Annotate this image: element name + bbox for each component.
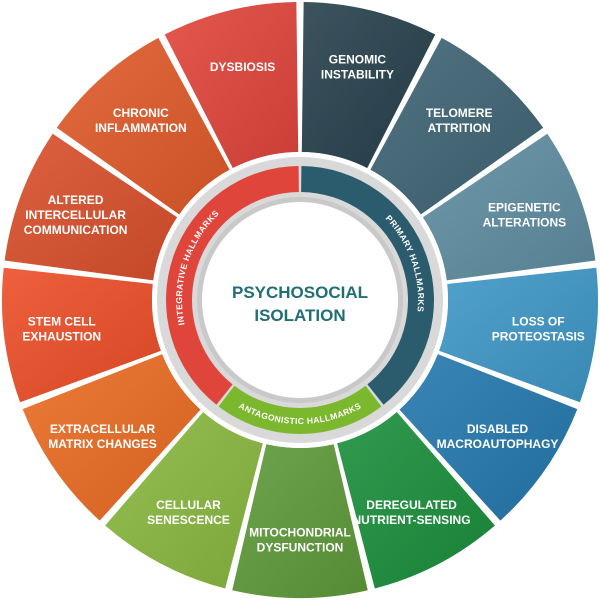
segment-label-line: COMMUNICATION [24,223,128,237]
segment-label-line: MATRIX CHANGES [48,437,156,451]
segment-label-line: INSTABILITY [321,68,394,82]
segment-label-line: INTERCELLULAR [25,208,126,222]
segment-label-line: STEM CELL [28,315,96,329]
segment-dysbiosis: DYSBIOSIS [164,2,299,169]
segment-shade [337,411,495,589]
segment-label-line: GENOMIC [329,53,387,67]
segment-label-line: SENESCENCE [147,513,230,527]
segment-label-line: EPIGENETIC [488,201,561,215]
segment-label-line: DISABLED [467,422,529,436]
segment-label-line: DYSFUNCTION [257,541,344,555]
segment-label-line: TELOMERE [426,106,493,120]
segment-label-line: EXHAUSTION [22,330,101,344]
segment-label-line: DYSBIOSIS [210,60,275,74]
segment-shade [422,133,596,281]
segment-shade [105,411,263,589]
segment-label-line: DEREGULATED [366,498,457,512]
segment-shade [232,444,368,598]
segment-label-line: ALTERATIONS [483,216,567,230]
segment-shade [301,2,436,169]
ring-arc-integrative-hallmarks [166,166,299,405]
segment-shade [1,267,161,403]
segment-shade [22,354,201,521]
segment-label-line: EXTRACELLULAR [50,422,156,436]
center-circle [202,202,398,398]
segment-label-line: NUTRIENT-SENSING [353,513,471,527]
segment-label-line: PROTEOSTASIS [492,330,585,344]
ring-arc-antagonistic-hallmarks [218,385,382,435]
segment-label-line: CHRONIC [113,106,169,120]
segment-shade [4,133,178,281]
center-title-line-2: ISOLATION [254,306,345,325]
segment-shade [370,37,544,215]
segment-label-line: MACROAUTOPHAGY [437,437,559,451]
segment-label-line: ALTERED [48,193,104,207]
center-hub: PSYCHOSOCIAL ISOLATION [202,202,398,398]
segment-shade [164,2,299,169]
segment-label-line: CELLULAR [156,498,221,512]
segment-shade [399,354,578,521]
segment-label-line: MITOCHONDRIAL [249,526,351,540]
separator-ring [152,152,448,448]
segment-label-line: INFLAMMATION [95,121,187,135]
segment-shade [56,37,230,215]
segment-label-line: ATTRITION [428,121,491,135]
center-title-line-1: PSYCHOSOCIAL [232,283,368,302]
segment-label-line: LOSS OF [512,315,565,329]
segment-shade [439,267,598,403]
ring-arc-primary-hallmarks [301,166,434,405]
